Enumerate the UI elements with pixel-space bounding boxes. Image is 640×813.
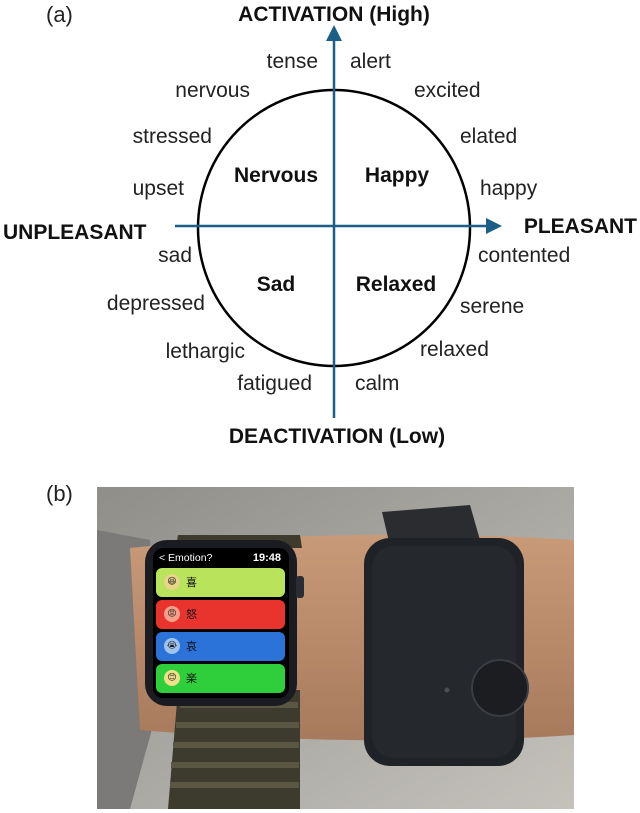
emotion-option-joy[interactable]: 😆 喜 [156,568,285,597]
word-depressed: depressed [107,292,205,315]
watch-status-bar: < Emotion? 19:48 [153,550,289,566]
quadrant-nervous: Nervous [234,164,318,187]
angry-face-icon: 😡 [164,606,180,622]
back-button[interactable]: < Emotion? [159,552,213,564]
word-calm: calm [355,372,399,395]
axis-label-top: ACTIVATION (High) [238,3,430,26]
emotion-option-label: 怒 [186,608,197,621]
word-serene: serene [460,295,524,318]
axis-label-right: PLEASANT [524,215,637,238]
word-nervous: nervous [175,79,250,102]
axis-label-bottom: DEACTIVATION (Low) [229,425,445,448]
word-elated: elated [460,125,517,148]
circumplex-diagram: ACTIVATION (High) DEACTIVATION (Low) UNP… [3,3,637,448]
emotion-option-label: 哀 [186,640,197,653]
axis-arrow-right [486,218,502,234]
smiling-face-icon: 😊 [164,670,180,686]
panel-label-b: (b) [46,481,73,506]
word-relaxed: relaxed [420,338,489,361]
quadrant-relaxed: Relaxed [356,273,437,296]
word-lethargic: lethargic [166,340,245,363]
emotion-option-anger[interactable]: 😡 怒 [156,600,285,629]
word-alert: alert [350,50,391,73]
word-stressed: stressed [133,125,212,148]
word-fatigued: fatigued [237,372,312,395]
watch-time: 19:48 [252,552,281,564]
word-tense: tense [267,50,318,73]
quadrant-happy: Happy [365,164,430,187]
word-happy: happy [480,177,538,200]
panel-label-a: (a) [46,2,73,27]
emotion-option-comfort[interactable]: 😊 楽 [156,664,285,693]
emotion-option-sorrow[interactable]: 😭 哀 [156,632,285,661]
crying-face-icon: 😭 [164,638,180,654]
emotion-option-label: 楽 [186,672,197,685]
emotion-option-label: 喜 [186,576,197,589]
word-sad: sad [158,244,192,267]
laughing-face-icon: 😆 [164,574,180,590]
word-contented: contented [478,244,570,267]
word-upset: upset [133,177,185,200]
axis-arrow-up [326,25,342,41]
quadrant-sad: Sad [257,273,296,296]
axis-label-left: UNPLEASANT [3,221,147,244]
watch-screen: < Emotion? 19:48 😆 喜 😡 怒 😭 哀 😊 楽 [153,548,289,698]
word-excited: excited [414,79,481,102]
